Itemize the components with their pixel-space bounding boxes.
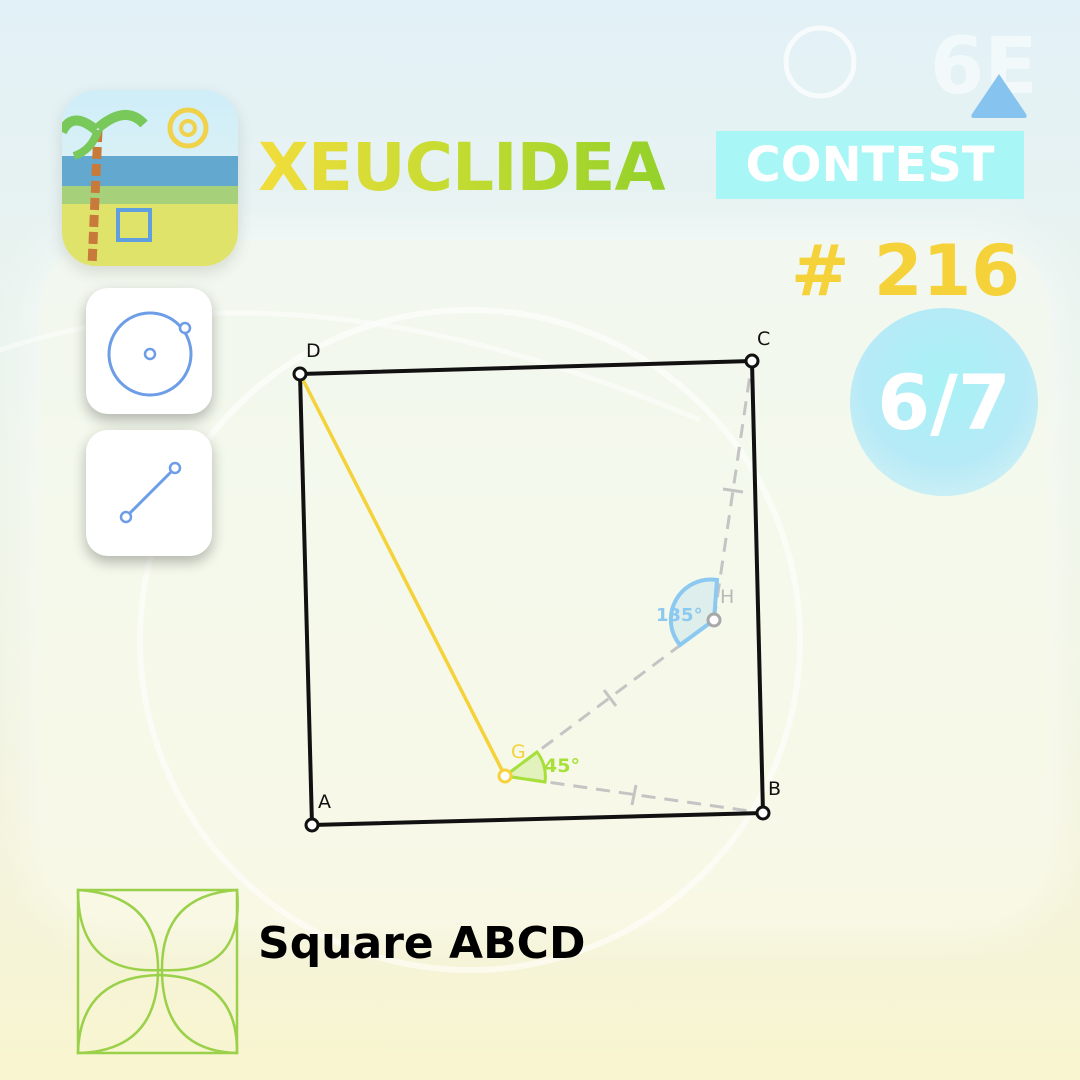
palm-beach-icon xyxy=(62,90,238,266)
label-H: H xyxy=(720,586,734,608)
point-D[interactable] xyxy=(292,366,308,382)
segment-HC xyxy=(712,360,754,621)
point-B[interactable] xyxy=(755,805,771,821)
label-B: B xyxy=(768,778,781,800)
app-icon xyxy=(62,90,238,266)
line-tool-button[interactable] xyxy=(86,430,212,556)
contest-badge: CONTEST xyxy=(716,131,1024,199)
angle-label-135: 135° xyxy=(656,605,703,626)
progress-text: 6/7 xyxy=(877,357,1011,447)
segment-icon xyxy=(119,461,182,524)
triangle-icon xyxy=(971,74,1027,118)
circle-icon xyxy=(107,311,193,397)
tick-mark-GB xyxy=(630,784,638,806)
point-C[interactable] xyxy=(744,353,760,369)
puzzle-number: # 216 xyxy=(790,230,1020,312)
puzzle-caption: Square ABCD xyxy=(258,918,586,969)
segment-GB xyxy=(504,774,764,815)
label-G: G xyxy=(511,741,526,763)
point-G[interactable] xyxy=(497,768,513,784)
tick-mark-HC xyxy=(722,487,744,494)
label-C: C xyxy=(757,328,770,350)
label-D: D xyxy=(306,340,321,362)
xeuclidea-logo-icon xyxy=(76,888,239,1055)
app-title: XEUCLIDEA xyxy=(258,129,666,206)
progress-indicator: 6/7 xyxy=(850,308,1038,496)
point-A[interactable] xyxy=(304,817,320,833)
segment-DG xyxy=(298,373,507,777)
label-A: A xyxy=(318,791,331,813)
point-H[interactable] xyxy=(706,612,722,628)
angle-marker-45 xyxy=(501,749,547,784)
angle-label-45: 45° xyxy=(544,755,580,777)
tick-mark-GH xyxy=(602,689,618,707)
angle-marker-135 xyxy=(668,577,720,648)
circle-tool-button[interactable] xyxy=(86,288,212,414)
